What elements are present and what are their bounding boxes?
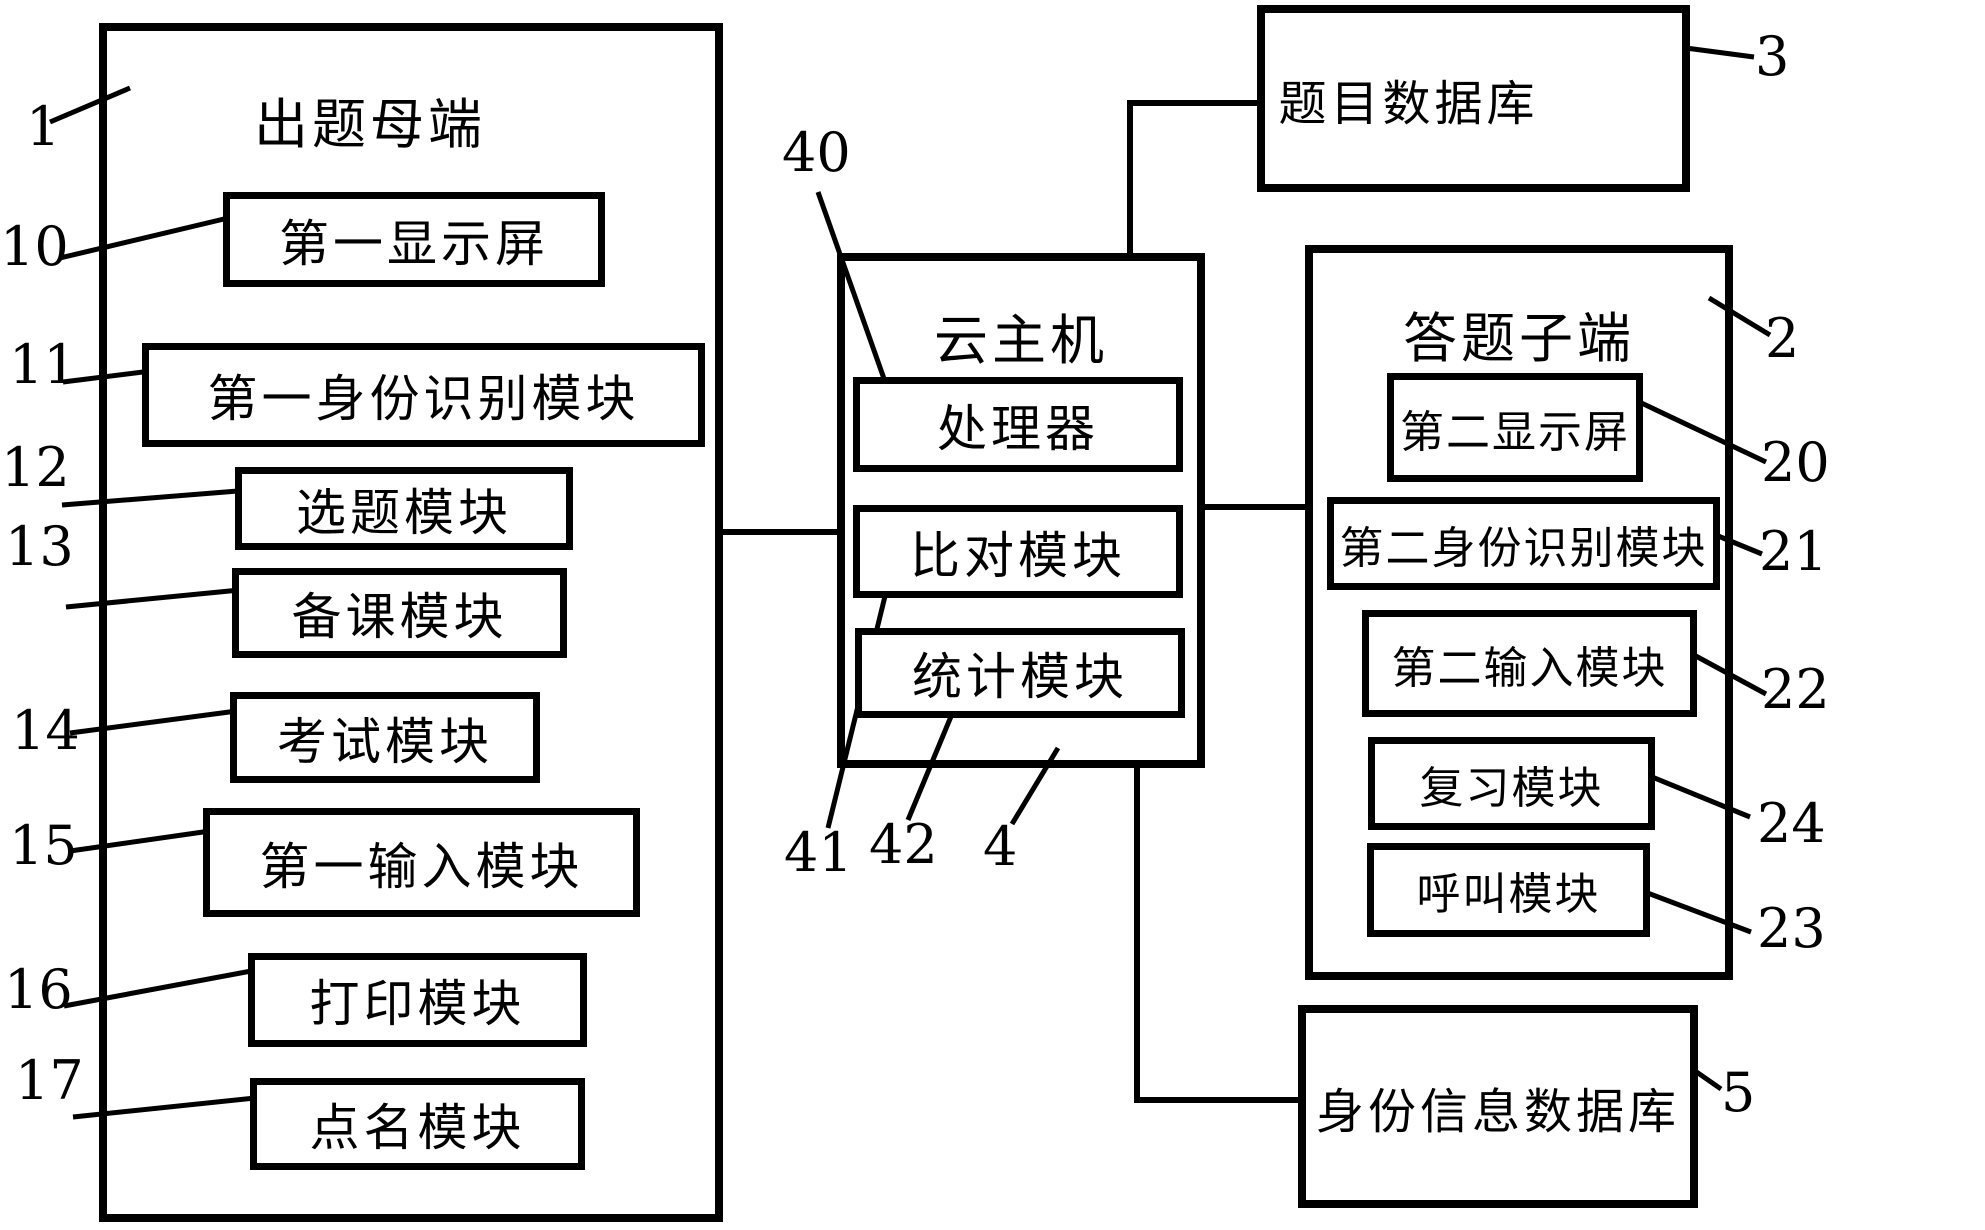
module-second-display: 第二显示屏 bbox=[1387, 373, 1643, 482]
ref-label-42: 42 bbox=[869, 813, 938, 876]
module-call: 呼叫模块 bbox=[1367, 843, 1650, 937]
leader-ref-12 bbox=[61, 488, 239, 508]
ref-label-14: 14 bbox=[11, 699, 80, 762]
leader-ref-2 bbox=[1707, 295, 1772, 338]
ref-label-41: 41 bbox=[784, 821, 853, 884]
answer-terminal-box bbox=[1305, 245, 1733, 980]
connector-cloud-to-identity-db bbox=[1134, 764, 1302, 1103]
module-lesson-preparation: 备课模块 bbox=[232, 568, 567, 658]
ref-label-4: 4 bbox=[983, 815, 1018, 878]
module-question-selection: 选题模块 bbox=[235, 467, 573, 550]
answer-terminal-title: 答题子端 bbox=[1403, 307, 1635, 370]
module-review: 复习模块 bbox=[1368, 737, 1655, 830]
module-first-identity-recognition: 第一身份识别模块 bbox=[142, 343, 705, 447]
connector-cloud-to-question-db bbox=[1127, 100, 1261, 257]
master-terminal-title: 出题母端 bbox=[254, 93, 486, 156]
module-comparison: 比对模块 bbox=[853, 505, 1183, 598]
leader-ref-16 bbox=[63, 966, 263, 1009]
question-database-label: 题目数据库 bbox=[1278, 75, 1539, 132]
ref-label-5: 5 bbox=[1721, 1061, 1756, 1124]
ref-label-12: 12 bbox=[1, 436, 70, 499]
ref-label-17: 17 bbox=[15, 1049, 84, 1112]
ref-label-10: 10 bbox=[0, 215, 69, 278]
module-statistics: 统计模块 bbox=[855, 628, 1185, 718]
module-second-identity-recognition: 第二身份识别模块 bbox=[1327, 497, 1720, 590]
module-roll-call: 点名模块 bbox=[250, 1078, 585, 1170]
leader-ref-13 bbox=[65, 586, 251, 610]
ref-label-22: 22 bbox=[1761, 658, 1830, 721]
leader-ref-15 bbox=[69, 826, 225, 854]
ref-label-15: 15 bbox=[9, 814, 78, 877]
ref-label-3: 3 bbox=[1755, 25, 1790, 88]
identity-database-box: 身份信息数据库 bbox=[1298, 1005, 1698, 1208]
master-terminal-box bbox=[99, 23, 723, 1222]
ref-label-40: 40 bbox=[782, 121, 851, 184]
ref-label-23: 23 bbox=[1757, 897, 1826, 960]
leader-ref-1 bbox=[49, 85, 131, 125]
leader-ref-40 bbox=[815, 191, 891, 391]
module-print: 打印模块 bbox=[248, 953, 587, 1047]
ref-label-2: 2 bbox=[1765, 307, 1800, 370]
leader-ref-20 bbox=[1633, 397, 1768, 465]
ref-label-20: 20 bbox=[1761, 431, 1830, 494]
module-second-input: 第二输入模块 bbox=[1362, 610, 1697, 717]
ref-label-11: 11 bbox=[9, 333, 78, 396]
cloud-host-box bbox=[837, 253, 1205, 768]
ref-label-13: 13 bbox=[5, 515, 74, 578]
module-first-input: 第一输入模块 bbox=[203, 808, 640, 917]
ref-label-21: 21 bbox=[1759, 520, 1828, 583]
cloud-host-title: 云主机 bbox=[934, 309, 1108, 372]
question-database-box: 题目数据库 bbox=[1257, 5, 1690, 192]
ref-label-24: 24 bbox=[1757, 792, 1826, 855]
ref-label-16: 16 bbox=[4, 958, 73, 1021]
identity-database-label: 身份信息数据库 bbox=[1315, 1083, 1680, 1140]
leader-ref-10 bbox=[59, 211, 246, 261]
module-first-display: 第一显示屏 bbox=[223, 192, 605, 287]
ref-label-1: 1 bbox=[26, 95, 61, 158]
module-processor: 处理器 bbox=[853, 377, 1183, 472]
module-exam: 考试模块 bbox=[230, 692, 540, 783]
